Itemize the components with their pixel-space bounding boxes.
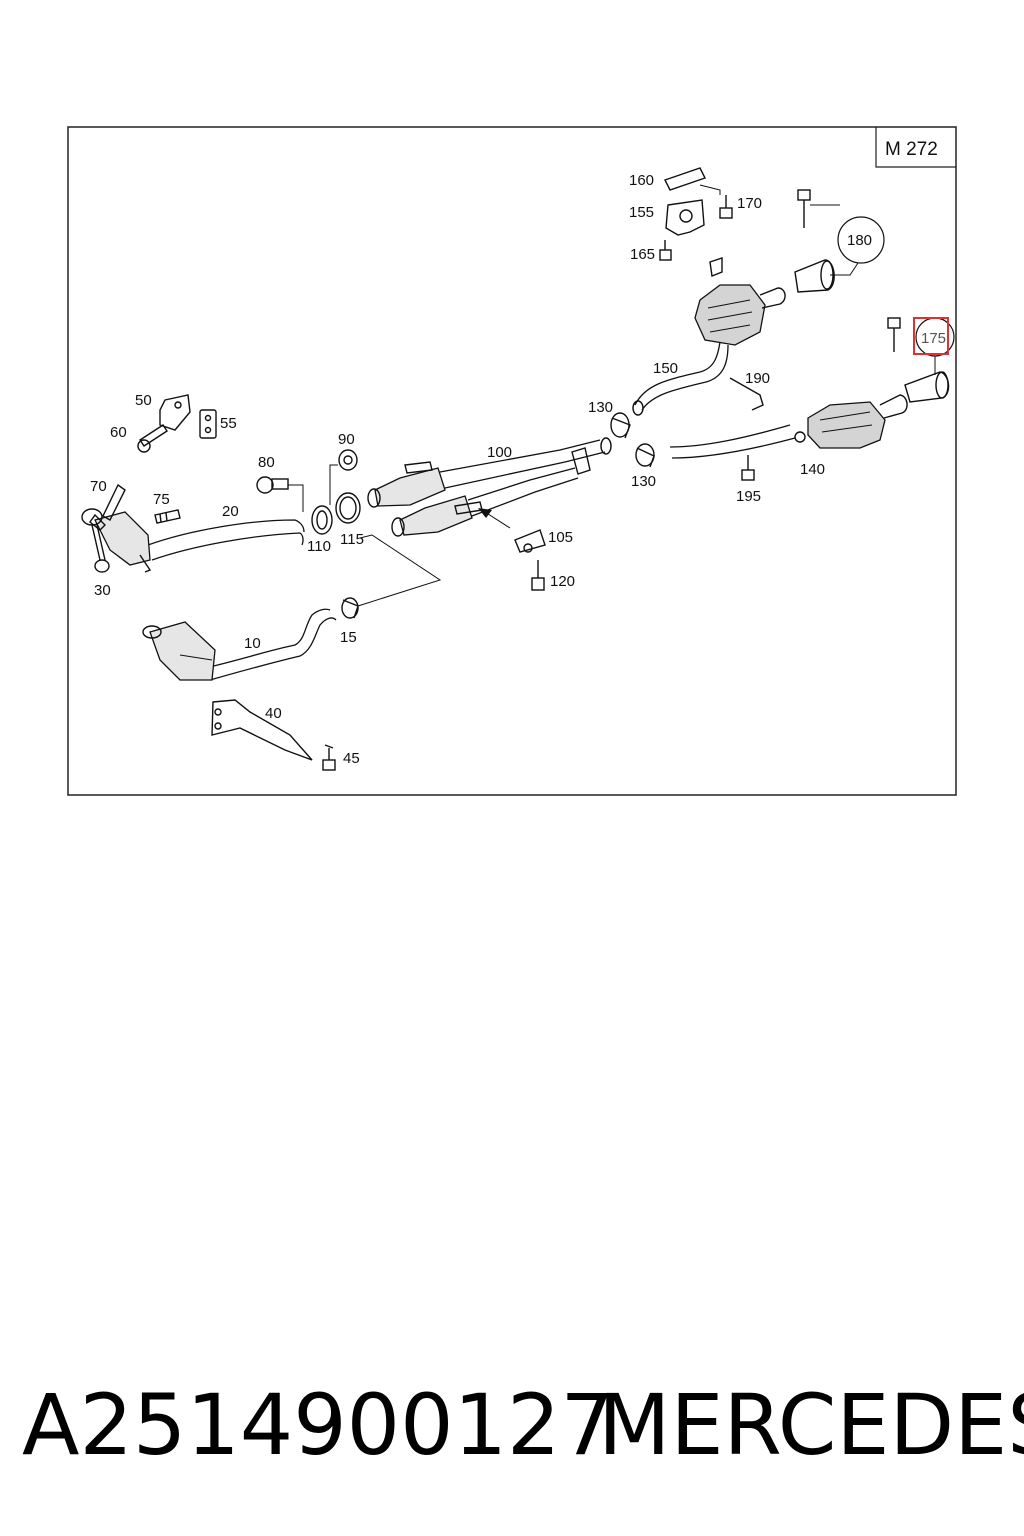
brand-name: MERCEDES: [598, 1376, 1024, 1474]
callout-160: 160: [629, 172, 654, 189]
callout-30: 30: [94, 582, 111, 599]
callout-20: 20: [222, 503, 239, 520]
part-175-tailpipe-tip: [887, 317, 950, 403]
callout-70: 70: [90, 478, 107, 495]
diagram-frame: [67, 126, 957, 796]
part-60-bolt: [137, 424, 168, 453]
callout-50: 50: [135, 392, 152, 409]
callout-115: 115: [340, 531, 364, 548]
part-40-bracket: [211, 699, 313, 761]
callout-105: 105: [548, 529, 573, 546]
part-20-front-pipe: [81, 508, 305, 573]
callout-180-circle: [837, 216, 885, 264]
callout-150: 150: [653, 360, 678, 377]
callout-190: 190: [745, 370, 770, 387]
part-80-bolt: [256, 476, 289, 494]
callout-120: 120: [550, 573, 575, 590]
part-150-rear-pipe-left: [632, 257, 786, 416]
callout-45: 45: [343, 750, 360, 767]
part-130-clamp-lower: [635, 443, 655, 468]
part-155-hanger: [665, 199, 705, 236]
callout-155: 155: [629, 204, 654, 221]
part-190-bracket: [729, 377, 764, 411]
part-55-gasket: [199, 409, 217, 439]
part-195-bolt: [741, 455, 755, 481]
callout-130-lower: 130: [631, 473, 656, 490]
model-code-box: [875, 127, 956, 168]
callout-175: 175: [921, 330, 946, 347]
callout-140: 140: [800, 461, 825, 478]
footer: A2514900127 MERCEDES: [0, 1370, 1024, 1480]
part-140-rear-pipe-right: [669, 394, 908, 459]
callout-40: 40: [265, 705, 282, 722]
callout-75: 75: [153, 491, 170, 508]
part-110-gasket: [311, 505, 333, 535]
part-15-clamp: [341, 597, 359, 619]
callout-55: 55: [220, 415, 237, 432]
part-130-clamp-upper: [610, 412, 631, 439]
model-code: M 272: [885, 139, 938, 160]
part-115-ring: [335, 492, 361, 524]
part-number: A2514900127: [22, 1376, 614, 1474]
callout-110: 110: [307, 538, 331, 555]
callout-100: 100: [487, 444, 512, 461]
callout-10: 10: [244, 635, 261, 652]
callout-60: 60: [110, 424, 127, 441]
highlight-box-175: [913, 317, 949, 355]
callout-130-upper: 130: [588, 399, 613, 416]
part-90-nut: [338, 449, 358, 471]
callout-195: 195: [736, 488, 761, 505]
callout-170: 170: [737, 195, 762, 212]
leader-lines: [288, 184, 936, 607]
callout-80: 80: [258, 454, 275, 471]
part-100-intermediate-pipe: [367, 437, 612, 537]
part-10-front-pipe: [142, 608, 337, 681]
callout-180: 180: [847, 232, 872, 249]
part-165-bolt: [659, 240, 672, 261]
part-75-oxygen-sensor: [154, 509, 181, 524]
part-30-stud: [91, 524, 110, 573]
part-45-bolt: [322, 744, 336, 771]
part-170-bolt: [719, 195, 733, 219]
part-70-oxygen-sensor: [89, 483, 126, 531]
part-160-bracket: [664, 167, 706, 191]
callout-15: 15: [340, 629, 357, 646]
callout-90: 90: [338, 431, 355, 448]
callout-165: 165: [630, 246, 655, 263]
part-50-bracket: [159, 394, 191, 431]
part-120-bolt: [531, 560, 545, 591]
exhaust-parts-diagram: M 272: [67, 126, 957, 796]
part-105-bracket: [514, 529, 546, 553]
